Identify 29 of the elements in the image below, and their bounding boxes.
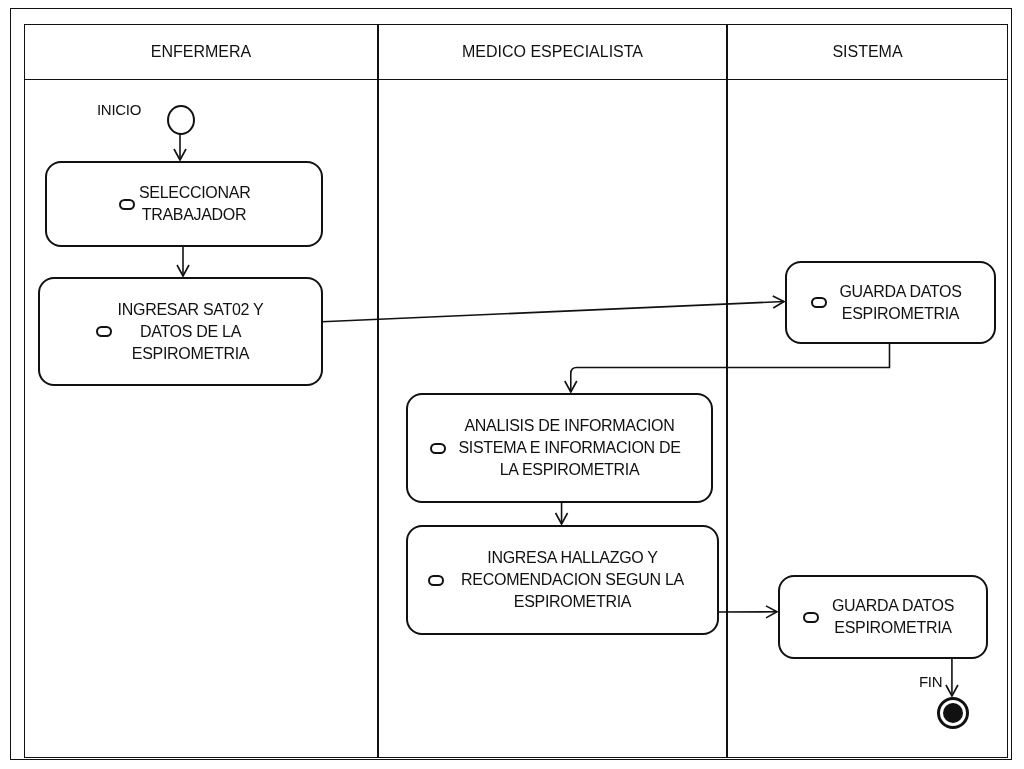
swimlane bbox=[727, 24, 1008, 758]
arrow bbox=[173, 133, 187, 161]
activity-box bbox=[45, 161, 323, 247]
lane-header: MEDICO ESPECIALISTA bbox=[379, 25, 726, 80]
node-label: FIN bbox=[919, 673, 943, 690]
start-circle bbox=[167, 105, 195, 135]
arrow bbox=[564, 342, 891, 393]
arrow bbox=[554, 501, 569, 525]
activity-box bbox=[785, 261, 996, 344]
lane-header: ENFERMERA bbox=[25, 25, 377, 80]
activity-box bbox=[778, 575, 988, 659]
swimlane bbox=[378, 24, 727, 758]
arrow bbox=[945, 657, 959, 697]
activity-label: INGRESA HALLAZGO Y RECOMENDACION SEGUN LA ESPIROMETRIA bbox=[460, 548, 685, 612]
activity-label: SELECCIONAR TRABAJADOR bbox=[139, 183, 249, 225]
activity-box bbox=[406, 393, 713, 503]
node-label: INICIO bbox=[97, 101, 142, 118]
activity-label: GUARDA DATOS ESPIROMETRIA bbox=[838, 281, 963, 324]
arrow bbox=[321, 295, 785, 323]
activity-box bbox=[406, 525, 719, 635]
activity-label: ANALISIS DE INFORMACION SISTEMA E INFORMACION DE LA ESPIROMETRIA bbox=[457, 416, 682, 480]
activity-label: GUARDA DATOS ESPIROMETRIA bbox=[830, 596, 956, 638]
end-circle bbox=[937, 697, 969, 729]
swimlane bbox=[24, 24, 378, 758]
arrow bbox=[176, 245, 190, 277]
arrow bbox=[717, 605, 778, 619]
lane-header: SISTEMA bbox=[728, 25, 1007, 80]
activity-box bbox=[38, 277, 323, 386]
activity-label: INGRESAR SAT02 Y DATOS DE LA ESPIROMETRIA bbox=[116, 299, 265, 364]
